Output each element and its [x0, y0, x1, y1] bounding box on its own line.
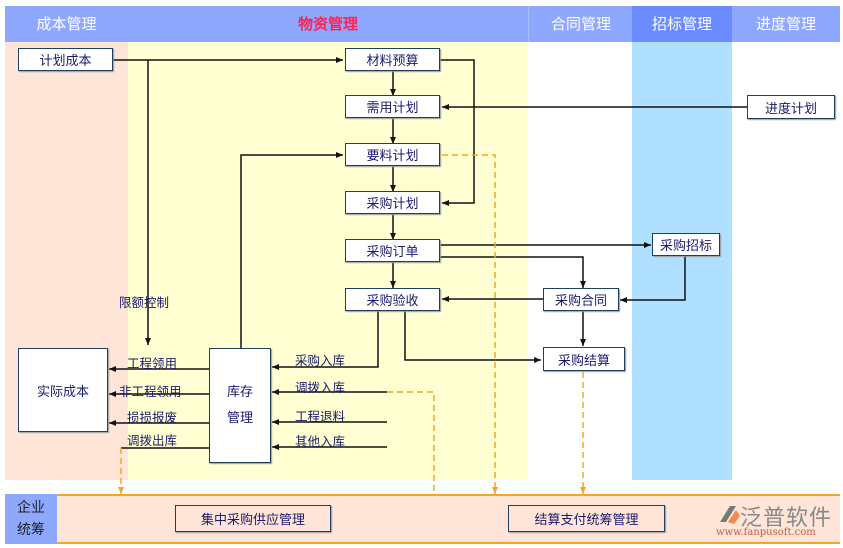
dashed-transfer-in	[387, 391, 435, 494]
inventory-line2: 管理	[226, 410, 253, 426]
node-purchase-acceptance[interactable]: 采购验收	[345, 288, 440, 311]
label-other-in: 其他入库	[295, 434, 346, 449]
node-settlement-mgmt[interactable]: 结算支付统筹管理	[508, 505, 665, 532]
edge-order-contract	[440, 256, 586, 288]
logo-url: www.fanpusoft.com	[716, 527, 816, 538]
header-cost: 成本管理	[5, 6, 128, 42]
node-purchase-order[interactable]: 采购订单	[345, 239, 440, 262]
label-project-use: 工程领用	[127, 356, 178, 371]
header-progress: 进度管理	[732, 6, 840, 42]
label-project-return: 工程退料	[295, 409, 346, 424]
label-non-project-use: 非工程领用	[119, 384, 182, 399]
node-purchase-settlement[interactable]: 采购结算	[543, 347, 625, 371]
edge-acceptance-settlement	[404, 311, 541, 363]
footer-title: 企业 统筹	[5, 494, 57, 544]
label-purchase-in: 采购入库	[295, 353, 346, 368]
dashed-requisition	[442, 154, 498, 494]
material-band	[128, 42, 528, 480]
logo: 泛普软件 www.fanpusoft.com	[712, 500, 840, 542]
node-purchase-tender[interactable]: 采购招标	[652, 233, 720, 256]
header-tender: 招标管理	[632, 6, 732, 42]
node-demand-plan[interactable]: 需用计划	[345, 95, 440, 118]
node-progress-plan[interactable]: 进度计划	[747, 95, 835, 119]
node-actual-cost[interactable]: 实际成本	[18, 348, 108, 432]
node-plan-cost[interactable]: 计划成本	[18, 48, 113, 71]
edge-budget-purchaseplan	[440, 59, 475, 206]
edge-tender-contract	[620, 256, 686, 303]
node-requisition-plan[interactable]: 要料计划	[345, 143, 440, 166]
label-quota-control: 限额控制	[119, 295, 170, 310]
node-inventory[interactable]: 库存 管理	[209, 348, 271, 463]
label-loss-scrap: 损损报废	[127, 410, 178, 425]
footer-band	[5, 494, 840, 544]
footer-title-line1: 企业	[17, 500, 45, 516]
footer-title-line2: 统筹	[17, 522, 45, 538]
tender-band	[632, 42, 732, 480]
header-contract: 合同管理	[528, 6, 633, 42]
label-transfer-out: 调拨出库	[127, 433, 178, 448]
node-central-supply[interactable]: 集中采购供应管理	[175, 505, 331, 532]
logo-icon	[720, 506, 740, 524]
node-material-budget[interactable]: 材料预算	[345, 48, 440, 71]
edge-acceptance-inventory	[272, 311, 379, 370]
edge-inventory-requisition	[240, 152, 343, 348]
node-purchase-plan[interactable]: 采购计划	[345, 191, 440, 214]
node-purchase-contract[interactable]: 采购合同	[543, 288, 619, 311]
logo-name: 泛普软件	[740, 506, 833, 531]
label-transfer-in: 调拨入库	[295, 380, 346, 395]
inventory-line1: 库存	[226, 384, 253, 400]
header-material: 物资管理	[128, 6, 528, 42]
